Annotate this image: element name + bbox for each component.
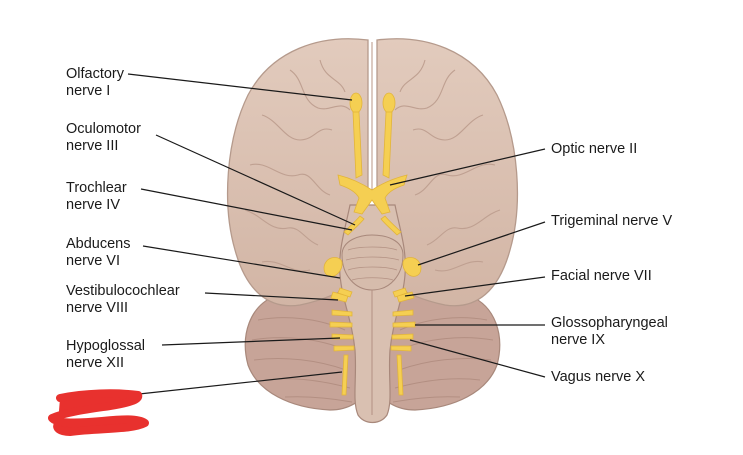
leader-vagus: [409, 339, 546, 378]
leader-trochlear: [140, 188, 353, 231]
label-oculomotor-line1: Oculomotor: [66, 121, 141, 137]
oculomotor-right: [380, 215, 402, 236]
accessory-right: [396, 354, 404, 396]
label-hypoglossal: Hypoglossal nerve XII: [66, 338, 145, 372]
label-trochlear-line2: nerve IV: [66, 197, 120, 213]
label-abducens-line1: Abducens: [66, 236, 131, 252]
label-vestibulocochlear-line2: nerve VIII: [66, 300, 129, 316]
label-hypoglossal-line2: nerve XII: [66, 355, 125, 371]
label-trochlear-line1: Trochlear: [66, 180, 127, 196]
label-vestibulocochlear: Vestibulocochlear nerve VIII: [66, 283, 180, 317]
trigeminal-right: [402, 257, 422, 277]
label-glossopharyngeal-line2: nerve IX: [551, 332, 605, 348]
leader-optic: [389, 148, 546, 186]
label-trigeminal: Trigeminal nerve V: [551, 213, 672, 230]
olfactory-tract-left: [352, 111, 363, 179]
leader-lines: [127, 73, 546, 396]
label-hypoglossal-line1: Hypoglossal: [66, 338, 145, 354]
label-facial-line1: Facial nerve VII: [551, 268, 652, 284]
label-vestibulocochlear-line1: Vestibulocochlear: [66, 283, 180, 299]
leader-accessory: [129, 371, 343, 396]
label-olfactory-line1: Olfactory: [66, 66, 125, 82]
label-glossopharyngeal: Glossopharyngeal nerve IX: [551, 315, 668, 349]
accessory-left: [341, 354, 349, 396]
pons: [341, 234, 404, 291]
label-olfactory: Olfactory nerve I: [66, 66, 124, 100]
label-olfactory-line2: nerve I: [66, 83, 111, 99]
label-trochlear: Trochlear nerve IV: [66, 180, 127, 214]
olfactory-tract-right: [382, 111, 393, 179]
label-oculomotor: Oculomotor nerve III: [66, 121, 141, 155]
label-glossopharyngeal-line1: Glossopharyngeal: [551, 315, 668, 331]
vestibulocochlear-left: [337, 287, 353, 298]
gyri: [244, 42, 501, 272]
label-facial: Facial nerve VII: [551, 268, 652, 285]
vestibulocochlear-right: [392, 287, 408, 298]
leader-facial: [404, 276, 546, 297]
label-abducens-line2: nerve VI: [66, 253, 120, 269]
trigeminal-left: [323, 257, 343, 277]
label-vagus-line1: Vagus nerve X: [551, 369, 646, 385]
label-oculomotor-line2: nerve III: [66, 138, 119, 154]
label-vagus: Vagus nerve X: [551, 369, 645, 386]
label-optic-line1: Optic nerve II: [551, 141, 638, 157]
label-abducens: Abducens nerve VI: [66, 236, 131, 270]
olfactory-bulb-right: [382, 92, 396, 114]
cranial-nerves: [323, 92, 422, 396]
label-trigeminal-line1: Trigeminal nerve V: [551, 213, 673, 229]
leader-trigeminal: [417, 221, 546, 266]
leader-vestibulocochlear: [204, 292, 339, 301]
redaction-mark: [48, 389, 149, 436]
olfactory-bulb-left: [349, 92, 363, 114]
optic-chiasm: [337, 174, 408, 215]
leader-abducens: [142, 245, 341, 279]
label-optic: Optic nerve II: [551, 141, 637, 158]
pons-striations: [345, 246, 400, 281]
leader-oculomotor: [155, 134, 356, 226]
leader-olfactory: [127, 73, 353, 101]
oculomotor-left: [343, 215, 365, 236]
leader-hypoglossal: [161, 337, 341, 346]
